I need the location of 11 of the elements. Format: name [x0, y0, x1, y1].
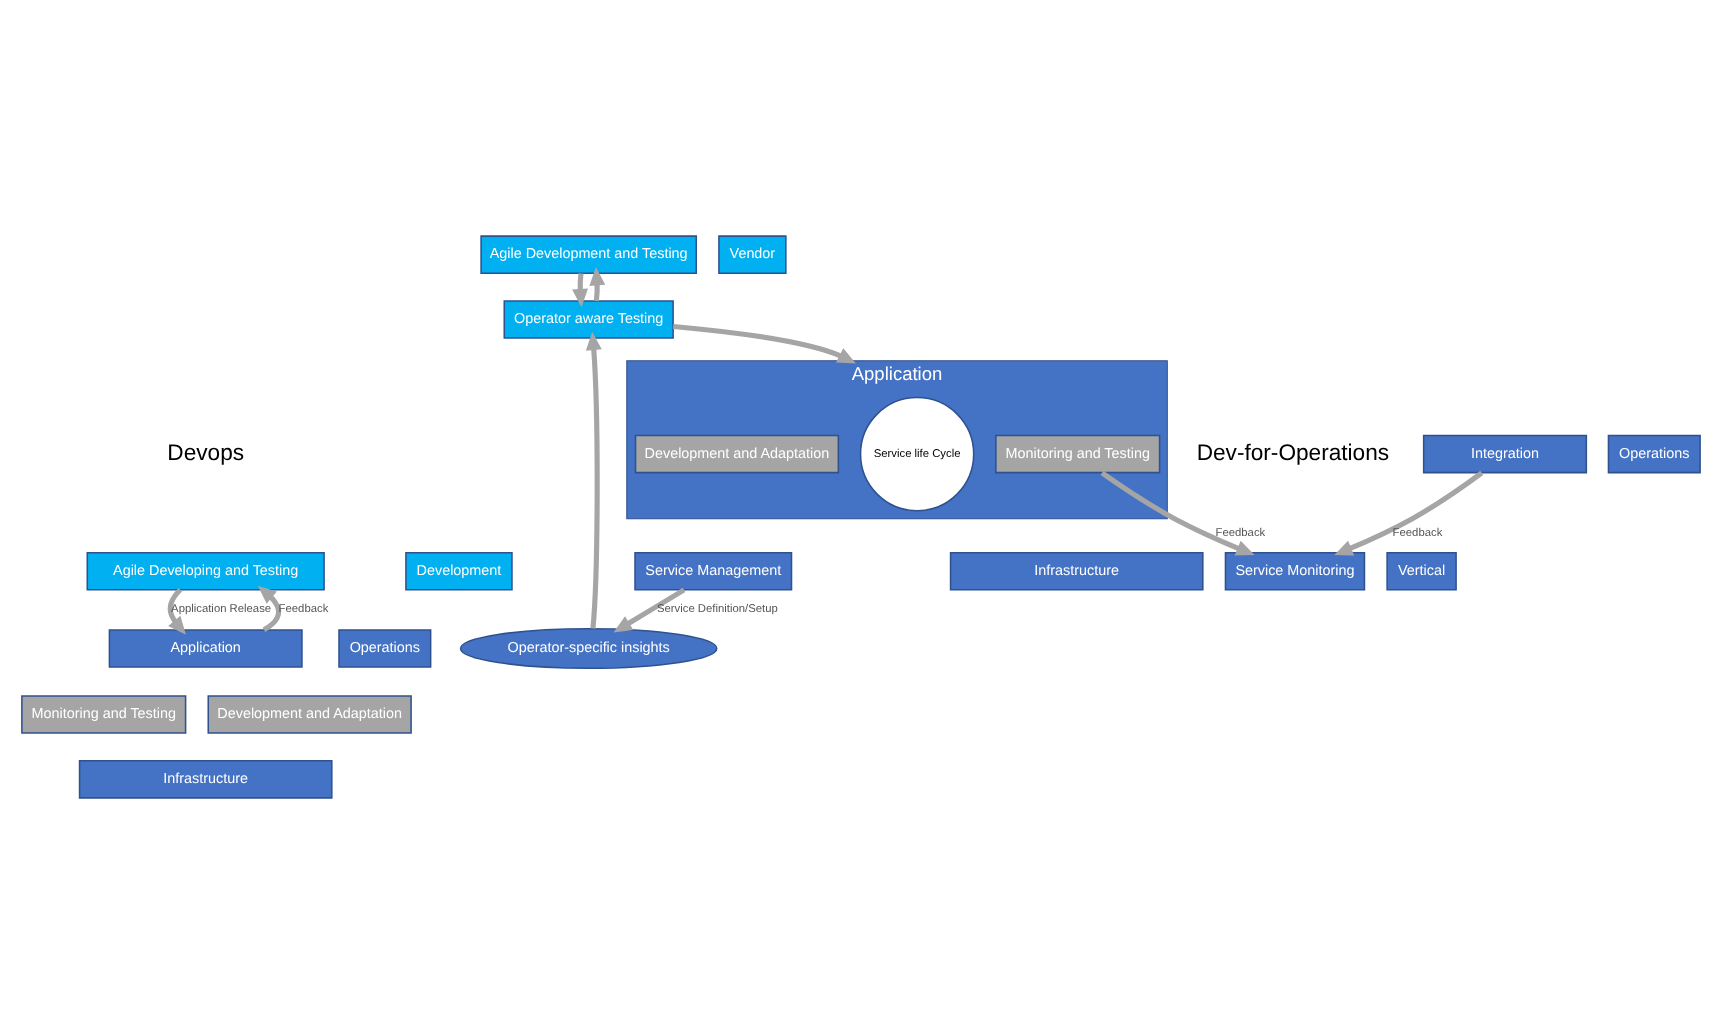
arrow: [613, 587, 686, 633]
arrow: [572, 273, 589, 308]
label: Devops: [167, 441, 245, 466]
label: Dev-for-Operations: [1196, 441, 1390, 466]
arrow: [585, 331, 602, 629]
arrow: [1334, 470, 1484, 556]
arrow: [167, 588, 186, 635]
arrow: [257, 585, 282, 633]
arrow: [672, 323, 856, 364]
arrow: [1100, 470, 1255, 556]
arrow: [589, 267, 606, 302]
